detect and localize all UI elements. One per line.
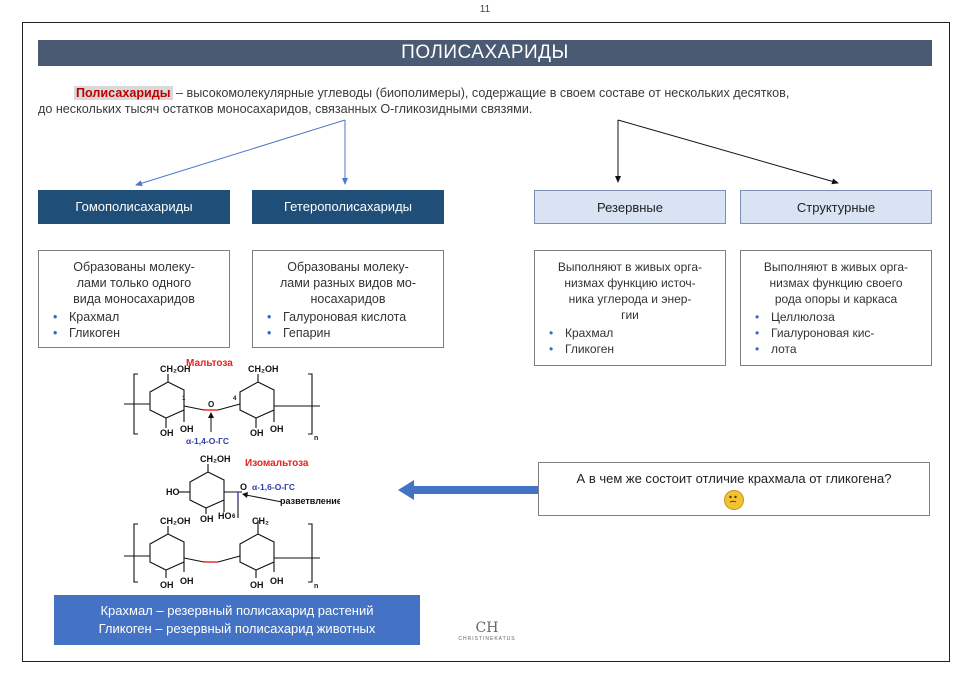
arrow-to-structural: [617, 119, 839, 185]
list-item: Целлюлоза: [749, 309, 923, 325]
logo: CH CHRISTINEKATUS: [452, 620, 522, 642]
structural-description: Выполняют в живых орга-низмах функцию св…: [740, 250, 932, 366]
summary-line-starch: Крахмал – резервный полисахарид растений: [100, 603, 374, 618]
summary-box: Крахмал – резервный полисахарид растений…: [54, 595, 420, 645]
logo-monogram: CH: [475, 620, 499, 636]
label-n: n: [314, 435, 318, 442]
hetero-description: Образованы молеку-лами разных видов мо-н…: [252, 250, 444, 348]
slide-title: ПОЛИСАХАРИДЫ: [38, 40, 932, 66]
question-text: А в чем же состоит отличие крахмала от г…: [576, 471, 892, 486]
definition-line-2: до нескольких тысяч остатков моносахарид…: [38, 102, 533, 116]
list-item: Гепарин: [261, 325, 435, 341]
definition-text: – высокомолекулярные углеводы (биополиме…: [172, 86, 790, 100]
label-ch2oh: CH₂OH: [160, 516, 191, 526]
list-item: Гликоген: [543, 341, 717, 357]
label-ch2: CH₂: [252, 516, 269, 526]
list-item: Крахмал: [543, 325, 717, 341]
category-reserve: Резервные: [534, 190, 726, 224]
label-oh: OH: [180, 576, 194, 586]
label-c4: 4: [233, 396, 237, 402]
label-oh: OH: [270, 576, 284, 586]
isomaltose-label: Изомальтоза: [245, 458, 309, 469]
label-oh: OH: [160, 428, 174, 438]
label-n: n: [314, 583, 318, 588]
summary-line-glycogen: Гликоген – резервный полисахарид животны…: [98, 621, 376, 636]
label-c1: 1: [182, 396, 186, 402]
label-oh: OH: [270, 424, 284, 434]
reserve-description: Выполняют в живых орга-низмах функцию ис…: [534, 250, 726, 366]
label-oh: OH: [200, 514, 214, 524]
category-heteropolysaccharides: Гетерополисахариды: [252, 190, 444, 224]
category-structural: Структурные: [740, 190, 932, 224]
slide-frame: [22, 22, 950, 662]
label-o: O: [240, 482, 247, 492]
label-ch2oh: CH₂OH: [160, 364, 191, 374]
logo-name: CHRISTINEKATUS: [458, 636, 516, 642]
label-ch2oh: CH₂OH: [248, 364, 279, 374]
branching-label: разветвление: [280, 496, 340, 506]
bond-alpha-1-6: α-1,6-О-ГС: [252, 482, 295, 492]
list-item: лота: [749, 341, 923, 357]
list-item: Крахмал: [47, 309, 221, 325]
list-item: Гиалуроновая кис-: [749, 325, 923, 341]
thinking-emoji-icon: [724, 490, 744, 510]
label-ch2oh: CH₂OH: [200, 454, 231, 464]
label-oh: OH: [180, 424, 194, 434]
label-oh: OH: [160, 580, 174, 588]
label-c6: 6: [232, 514, 236, 520]
polysaccharide-structure-diagram: CH₂OH CH₂OH OH OH OH OH O 1 4 n CH₂OH HO…: [124, 358, 340, 588]
label-oh: OH: [250, 580, 264, 588]
label-oh: OH: [250, 428, 264, 438]
list-item: Галуроновая кислота: [261, 309, 435, 325]
maltose-label: Мальтоза: [186, 358, 233, 369]
category-homopolysaccharides: Гомополисахариды: [38, 190, 230, 224]
definition-term: Полисахариды: [74, 86, 173, 100]
question-box: А в чем же состоит отличие крахмала от г…: [538, 462, 930, 516]
bond-alpha-1-4: α-1,4-О-ГС: [186, 436, 229, 446]
pointer-arrow: [398, 480, 538, 500]
arrow-to-homo: [135, 119, 346, 187]
label-ho: HO: [218, 511, 232, 521]
list-item: Гликоген: [47, 325, 221, 341]
definition-line-1: Полисахариды – высокомолекулярные углево…: [74, 84, 936, 102]
label-o: O: [208, 400, 214, 409]
page-number: 11: [479, 4, 491, 15]
label-ho: HO: [166, 487, 180, 497]
